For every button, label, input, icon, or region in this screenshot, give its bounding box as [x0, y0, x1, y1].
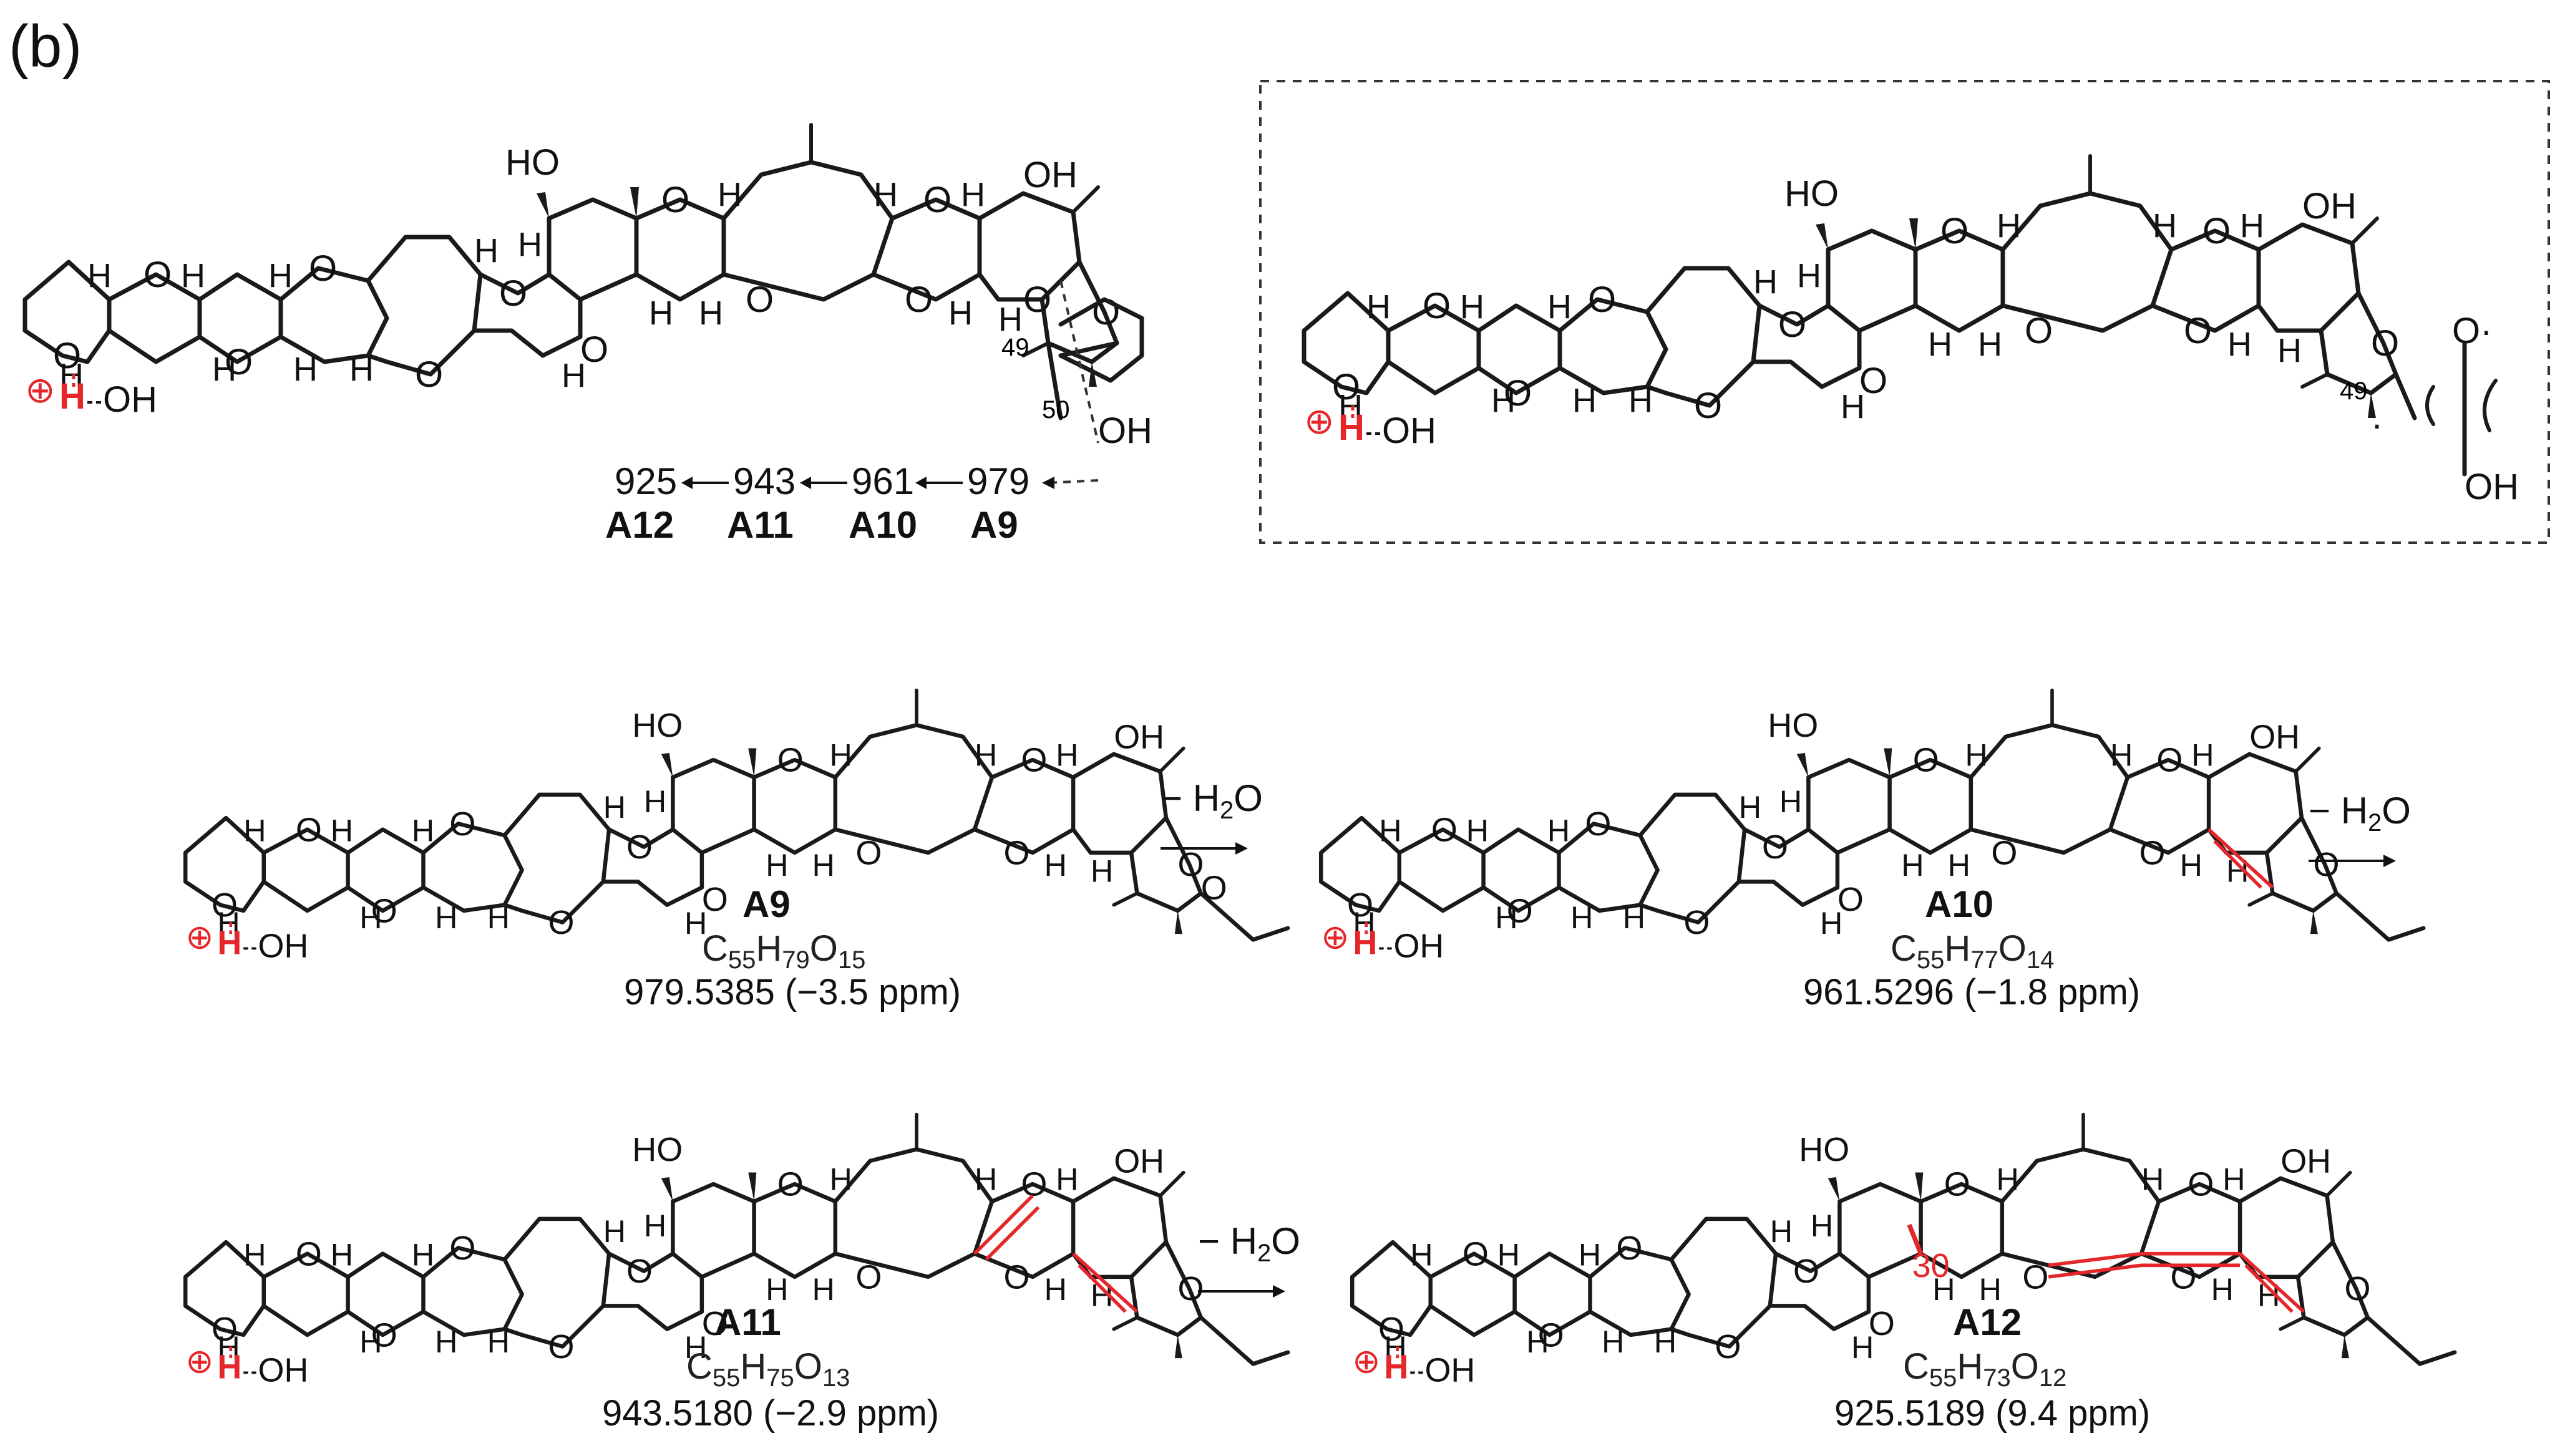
frag-name-a10: A10: [849, 504, 917, 546]
structure-a9: O: [185, 691, 1290, 965]
svg-text:O: O: [1023, 279, 1051, 320]
svg-text:O·: O·: [2452, 311, 2492, 351]
mass-a12: 925.5189 (9.4 ppm): [1834, 1393, 2150, 1434]
frag-name-a9: A9: [970, 504, 1018, 546]
structure-a12: 30: [1352, 1115, 2457, 1389]
svg-text:O: O: [1201, 869, 1227, 906]
box-locant-49: 49: [2340, 377, 2368, 405]
frag-mass-979: 979: [967, 460, 1029, 502]
mass-a9: 979.5385 (−3.5 ppm): [624, 972, 961, 1012]
frag-mass-961: 961: [852, 460, 914, 502]
structure-a10: [1321, 691, 2426, 965]
formula-a10: C55H77O14: [1891, 928, 2054, 974]
svg-text:− H2O: − H2O: [1161, 777, 1263, 824]
panel-label: (b): [9, 13, 82, 80]
locant-30: 30: [1912, 1247, 1950, 1284]
formula-a12: C55H73O12: [1903, 1346, 2066, 1392]
step-arrow-2: − H2O: [2309, 790, 2411, 867]
fragment-path: 925 A12 943 A11 961 A10 979 A9: [605, 460, 1099, 546]
locant-50: 50: [1042, 396, 1070, 424]
locant-49: 49: [1001, 334, 1029, 361]
frag-mass-943: 943: [733, 460, 796, 502]
mechanism-structure: 49 · O· OH: [1304, 156, 2519, 507]
svg-text:OH: OH: [1098, 410, 1152, 451]
mass-a11: 943.5180 (−2.9 ppm): [602, 1393, 939, 1434]
frag-name-a12: A12: [605, 504, 674, 546]
mass-a10: 961.5296 (−1.8 ppm): [1803, 972, 2140, 1012]
compound-name-a12: A12: [1953, 1301, 2022, 1343]
svg-text:− H2O: − H2O: [1198, 1220, 1300, 1267]
compound-name-a11: A11: [714, 1301, 781, 1343]
compound-name-a10: A10: [1925, 883, 1993, 925]
formula-a11: C55H75O13: [686, 1346, 850, 1392]
frag-name-a11: A11: [727, 504, 794, 546]
frag-mass-925: 925: [615, 460, 677, 502]
compound-name-a9: A9: [742, 883, 791, 925]
step-arrow-3: − H2O: [1198, 1220, 1300, 1298]
svg-text:OH: OH: [2465, 467, 2519, 507]
formula-a9: C55H79O15: [702, 928, 865, 974]
svg-text:·: ·: [2371, 404, 2383, 445]
mechanism-box: [1259, 80, 2550, 544]
structure-a11: [185, 1115, 1290, 1389]
top-structure: O OH 49 50: [25, 125, 1152, 451]
svg-text:− H2O: − H2O: [2309, 790, 2411, 837]
step-arrow-1: − H2O: [1161, 777, 1263, 855]
